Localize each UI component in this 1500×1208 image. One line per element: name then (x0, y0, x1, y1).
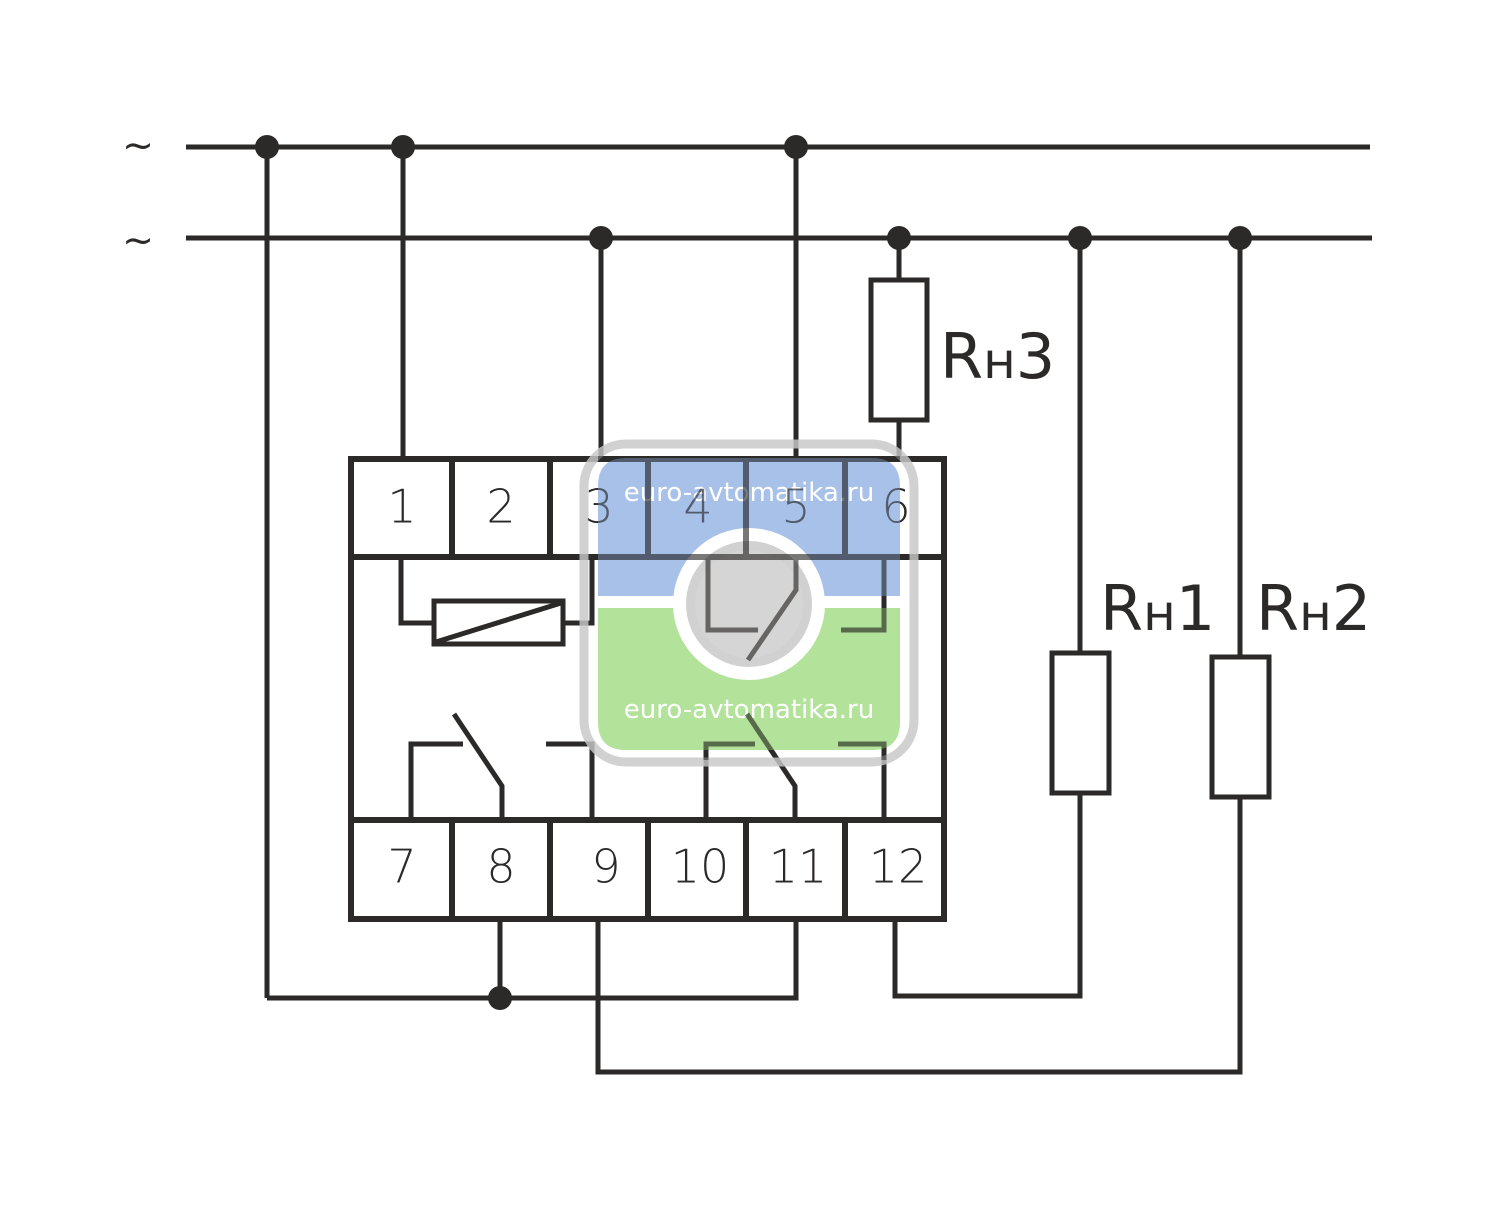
terminal-7: 7 (387, 840, 416, 894)
coil-lead-left (398, 557, 434, 626)
junction-node (1068, 226, 1092, 250)
watermark-frame (579, 439, 919, 767)
terminal-12: 12 (869, 840, 928, 894)
terminal-9: 9 (591, 840, 620, 894)
terminal-4: 4 (683, 480, 712, 534)
contact-no-12 (838, 741, 887, 820)
contact-nc-10 (703, 741, 755, 760)
watermark: euro-avtomatika.ru euro-avtomatika.ru (579, 439, 919, 767)
contact-nc-10 (703, 741, 755, 820)
contact-no-12 (838, 741, 887, 760)
terminal-2: 2 (486, 480, 515, 534)
junction-node (887, 226, 911, 250)
terminal-10: 10 (671, 840, 730, 894)
wire-terminal-9-to-rn2 (595, 797, 1243, 1075)
contact-nc-7 (408, 741, 463, 820)
junction-node (391, 135, 415, 159)
terminal-1: 1 (387, 480, 416, 534)
terminal-11: 11 (769, 840, 828, 894)
coil-lead-right (563, 557, 595, 626)
resistor-rn2 (1209, 654, 1272, 800)
contact-switch-8 (451, 712, 505, 820)
junction-node (1228, 226, 1252, 250)
label-rn2: Rн2 (1256, 572, 1371, 645)
contact-switch-5 (745, 557, 799, 662)
junction-node (589, 226, 613, 250)
terminal-3: 3 (584, 480, 613, 534)
terminal-5: 5 (781, 480, 810, 534)
label-rn3: Rн3 (940, 320, 1055, 393)
junction-node (784, 135, 808, 159)
phase-symbol-l2: ~ (122, 218, 154, 262)
wire-common-to-terminal-11 (267, 918, 799, 1001)
contact-switch-11 (744, 712, 778, 758)
resistor-rn1 (1049, 650, 1112, 796)
terminal-8: 8 (486, 840, 515, 894)
relay-coil-diagonal (435, 600, 562, 645)
label-rn1: Rн1 (1100, 572, 1215, 645)
phase-symbol-l1: ~ (122, 123, 154, 167)
resistor-rn3 (868, 277, 930, 423)
watermark-overlay-lines: 3 4 5 6 (584, 456, 911, 760)
contact-nc-4 (705, 557, 758, 633)
junction-node (255, 135, 279, 159)
contact-no-6 (841, 557, 887, 633)
wire-terminal-12-to-rn1 (892, 793, 1083, 999)
terminal-6: 6 (881, 480, 910, 534)
contact-no-9 (546, 741, 595, 820)
